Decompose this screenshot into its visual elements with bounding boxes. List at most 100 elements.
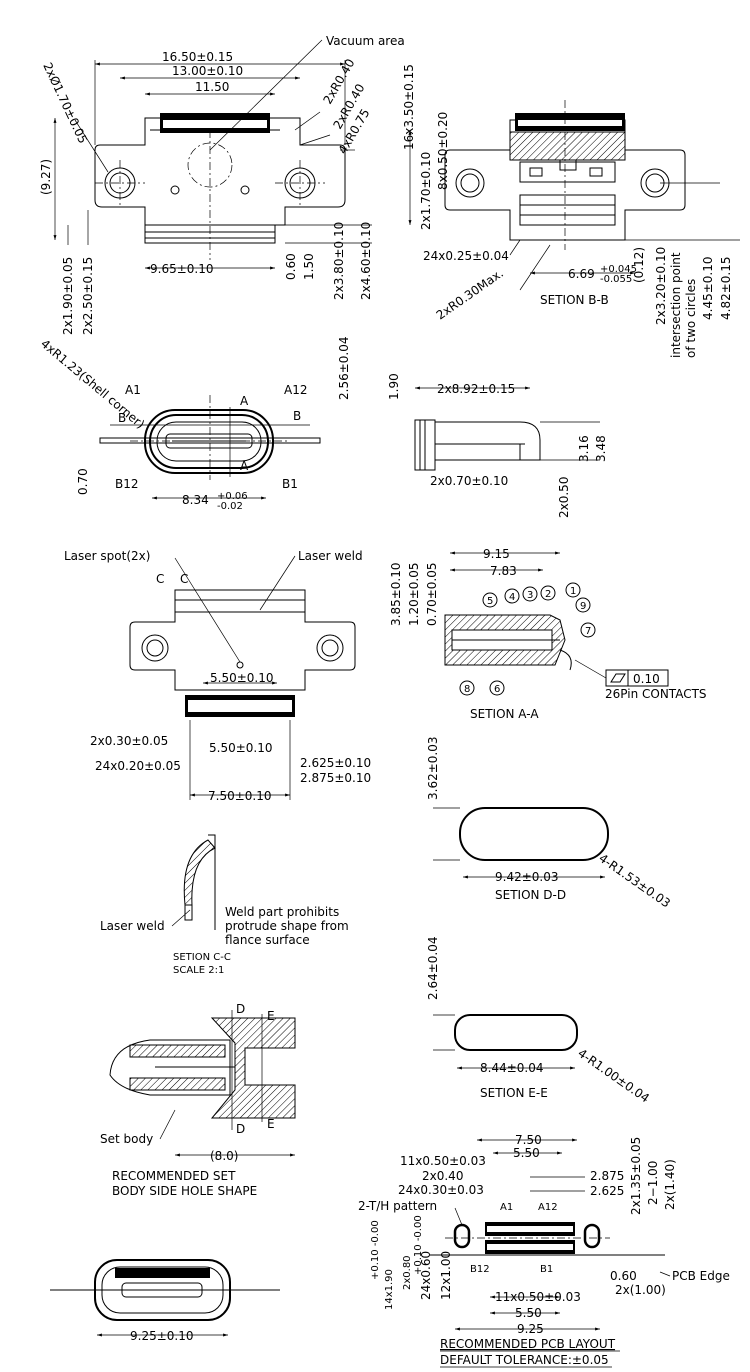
pcb-a1: A1 xyxy=(500,1202,513,1213)
balloon-7: 7 xyxy=(585,626,591,637)
b-pins xyxy=(519,194,616,226)
laser-weld-label: Laser weld xyxy=(298,549,363,563)
label-b12: B12 xyxy=(115,477,139,491)
weld-note-3: flance surface xyxy=(225,933,310,947)
dim-3-85: 3.85±0.10 xyxy=(389,563,403,627)
plug-view: 9.25±0.10 xyxy=(50,1259,280,1343)
section-d-title: SETION D-D xyxy=(495,888,566,902)
pcb-7-50: 7.50 xyxy=(515,1133,542,1147)
set-body-title-2: BODY SIDE HOLE SHAPE xyxy=(112,1184,257,1198)
balloon-6: 6 xyxy=(494,684,500,695)
section-c-1: C xyxy=(156,572,164,586)
dim-8-34-up: +0.06 xyxy=(217,491,248,502)
dim-11-50: 11.50 xyxy=(195,80,229,94)
dim-4-60: 2x4.60±0.10 xyxy=(359,222,373,300)
section-a-title: SETION A-A xyxy=(470,707,539,721)
dim-0-70-side: 2x0.70±0.10 xyxy=(430,474,508,488)
dim-1-20: 1.20±0.05 xyxy=(407,563,421,627)
pcb-pads-top xyxy=(485,1222,575,1236)
label-e-top: E xyxy=(267,1009,275,1023)
dim-r100: 4-R1.00±0.04 xyxy=(575,1046,652,1106)
pcb-v-0-80: 2x0.80 xyxy=(402,1255,413,1290)
dim-6-69: 6.69 xyxy=(568,267,595,281)
dim-3-20: 2x3.20±0.10 xyxy=(654,247,668,325)
dim-1-90: 2x1.90±0.05 xyxy=(61,257,75,335)
section-c-2: C xyxy=(180,572,188,586)
laser-spot-label: Laser spot(2x) xyxy=(64,549,150,563)
dim-8-44: 8.44±0.04 xyxy=(480,1061,544,1075)
dim-9-27: (9.27) xyxy=(39,159,53,195)
dim-8-0: (8.0) xyxy=(210,1149,238,1163)
pcb-v-0-60: 24x0.60 xyxy=(419,1251,433,1300)
pcb-0-40: 2x0.40 xyxy=(422,1169,463,1183)
dim-4-82: 4.82±0.15 xyxy=(719,257,733,321)
pcb-1-00: 2−1.00 xyxy=(646,1161,660,1205)
dim-0-30: 2x0.30±0.05 xyxy=(90,734,168,748)
dim-2-56: 2.56±0.04 xyxy=(337,337,351,401)
pcb-pitch-030: 24x0.30±0.03 xyxy=(398,1183,484,1197)
section-e-title: SETION E-E xyxy=(480,1086,548,1100)
dim-9-42: 9.42±0.03 xyxy=(495,870,559,884)
dim-2-875: 2.875±0.10 xyxy=(300,771,371,785)
section-b-view: 16x3.50±0.15 2x1.70±0.10 8x0.50±0.20 24x… xyxy=(402,64,740,358)
dim-3-62: 3.62±0.03 xyxy=(426,737,440,801)
bottom-pins xyxy=(185,695,295,717)
dim-9-65: 9.65±0.10 xyxy=(150,262,214,276)
dim-9-15: 9.15 xyxy=(483,547,510,561)
dim-r030: 2xR0.30Max. xyxy=(434,266,506,322)
pcb-1-40: 2x(1.40) xyxy=(663,1159,677,1210)
front-view: 4xR1.23(Shell corner) A1 A12 B12 B1 A A … xyxy=(38,337,351,513)
vacuum-area-label: Vacuum area xyxy=(326,34,405,48)
pcb-0-60: 0.60 xyxy=(610,1269,637,1283)
label-e-bot: E xyxy=(267,1117,275,1131)
bottom-view: Laser spot(2x) Laser weld C C 5.50±0.10 … xyxy=(64,549,371,803)
intersection-text-2: of two circles xyxy=(684,279,698,358)
intersection-text-1: intersection point xyxy=(669,252,683,358)
label-a1: A1 xyxy=(125,383,141,397)
weld-note-1: Weld part prohibits xyxy=(225,905,339,919)
balloon-5: 5 xyxy=(487,596,493,607)
dim-6-69-up: +0.045 xyxy=(600,264,637,275)
dim-8-34: 8.34 xyxy=(182,493,209,507)
section-c-scale: SCALE 2:1 xyxy=(173,965,224,976)
set-body-view: D D E E Set body (8.0) RECOMMENDED SET B… xyxy=(100,1002,296,1198)
dim-0-20: 24x0.20±0.05 xyxy=(95,759,181,773)
pcb-tolerance: DEFAULT TOLERANCE:±0.05 xyxy=(440,1353,609,1367)
pcb-b-5-50: 5.50 xyxy=(515,1306,542,1320)
section-b-title: SETION B-B xyxy=(540,293,609,307)
dim-3-50: 16x3.50±0.15 xyxy=(402,64,416,150)
dim-1-70: 2x1.70±0.10 xyxy=(419,152,433,230)
laser-weld-c-label: Laser weld xyxy=(100,919,165,933)
pcb-1-35: 2x1.35±0.05 xyxy=(629,1137,643,1215)
dim-3-16: 3.16 xyxy=(577,435,591,462)
dim-2-50: 2x2.50±0.15 xyxy=(81,257,95,335)
dim-holes: 2xØ1.70±0.05 xyxy=(40,60,90,145)
pcb-a12: A12 xyxy=(538,1202,558,1213)
dim-5-50-a: 5.50±0.10 xyxy=(210,671,274,685)
dim-13-00: 13.00±0.10 xyxy=(172,64,243,78)
pcb-pitch-050: 11x0.50±0.03 xyxy=(400,1154,486,1168)
pcb-2-625: 2.625 xyxy=(590,1184,624,1198)
dim-6-69-dn: -0.055 xyxy=(600,274,632,285)
section-a-view: 9.15 7.83 3.85±0.10 1.20±0.05 0.70±0.05 … xyxy=(389,547,707,721)
dim-4-45: 4.45±0.10 xyxy=(701,257,715,321)
dim-9-25: 9.25±0.10 xyxy=(130,1329,194,1343)
dim-0-60: 0.60 xyxy=(284,253,298,280)
dim-8-34-dn: -0.02 xyxy=(217,501,243,512)
dim-0-70-a: 0.70±0.05 xyxy=(425,563,439,627)
section-d-view: 3.62±0.03 9.42±0.03 4-R1.53±0.03 SETION … xyxy=(426,737,673,911)
side-view: 2x8.92±0.15 1.90 3.16 3.48 2x0.70±0.10 2… xyxy=(387,373,608,518)
pcb-edge-label: PCB Edge xyxy=(672,1269,730,1283)
label-a12: A12 xyxy=(284,383,307,397)
label-d-bot: D xyxy=(236,1122,245,1136)
dim-0-25: 24x0.25±0.04 xyxy=(423,249,509,263)
dim-3-48: 3.48 xyxy=(594,435,608,462)
balloon-2: 2 xyxy=(545,589,551,600)
dim-16-50: 16.50±0.15 xyxy=(162,50,233,64)
balloon-1: 1 xyxy=(570,586,576,597)
pcb-5-50: 5.50 xyxy=(513,1146,540,1160)
pcb-title: RECOMMENDED PCB LAYOUT xyxy=(440,1337,616,1351)
section-a-top: A xyxy=(240,394,249,408)
balloon-8: 8 xyxy=(464,684,470,695)
